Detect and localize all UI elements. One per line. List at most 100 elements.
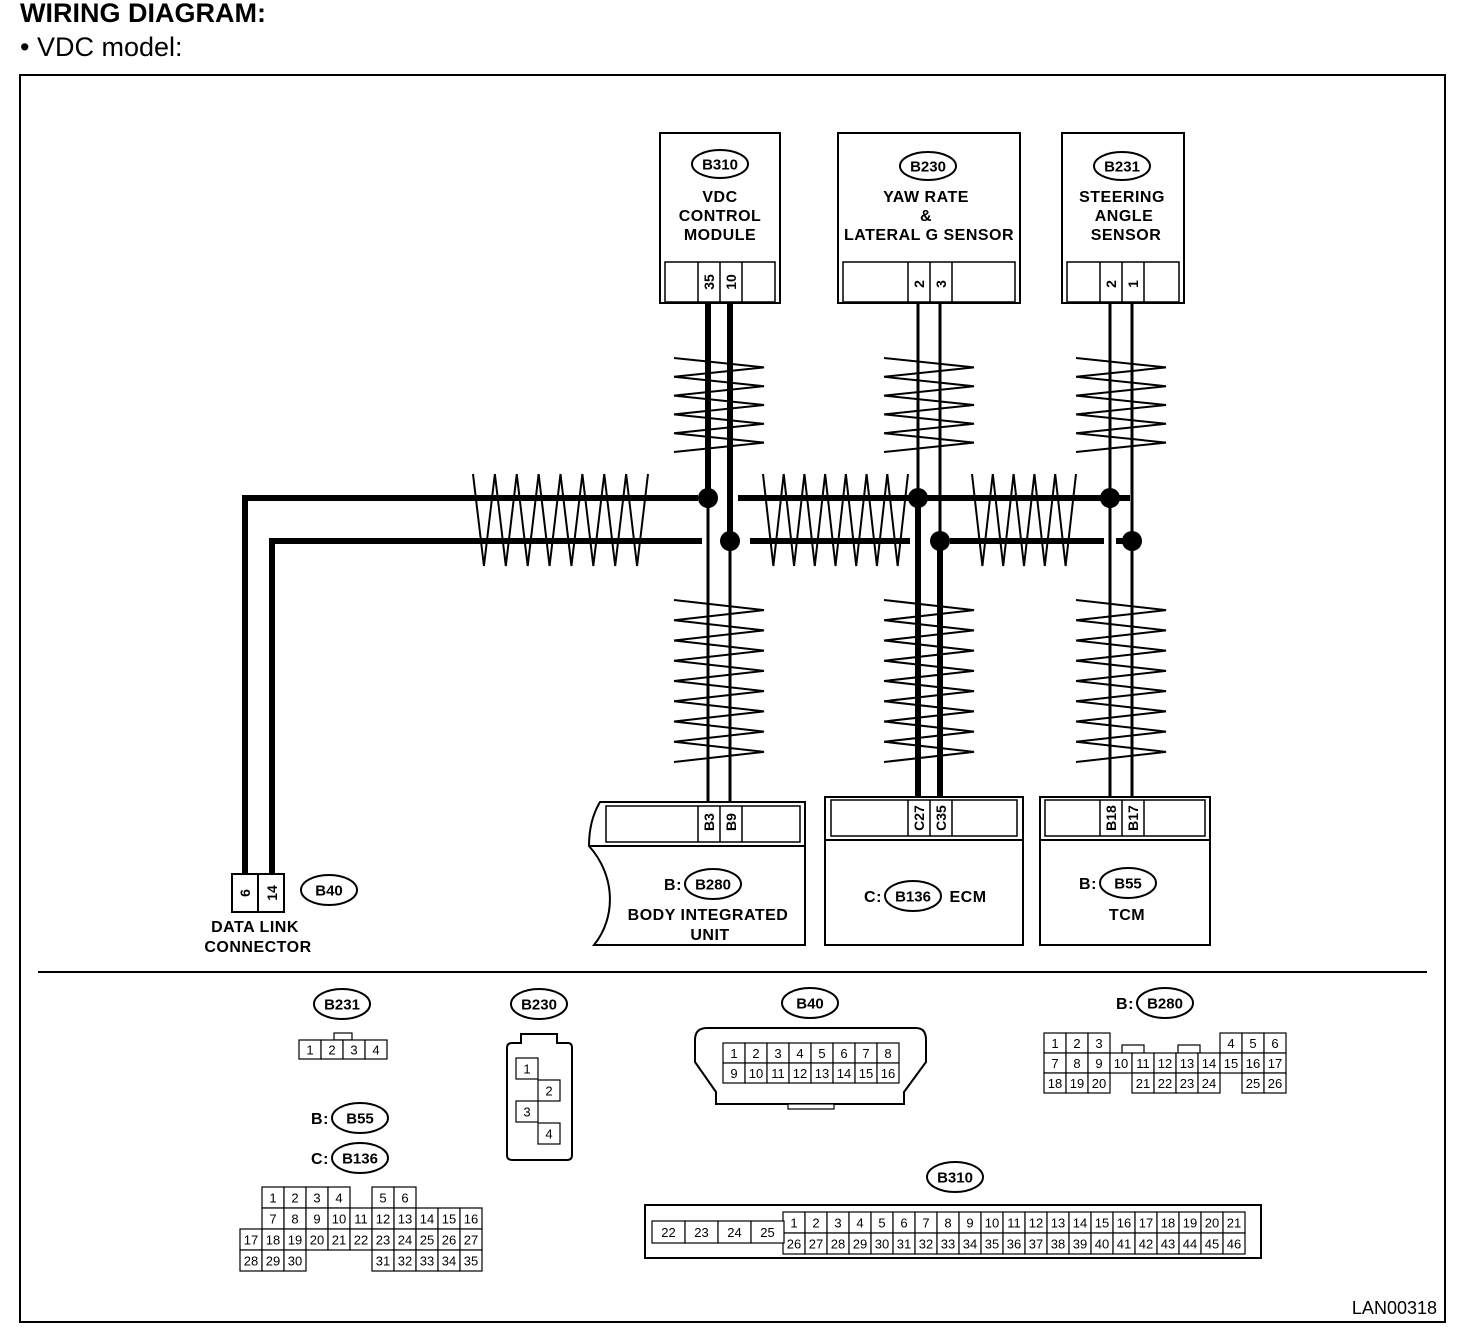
diagram-frame (19, 74, 1446, 1323)
pin-number: 27 (464, 1233, 478, 1248)
pin-number: 2 (328, 1043, 335, 1058)
pin-number: 9 (966, 1216, 973, 1231)
page-subtitle: • VDC model: (20, 32, 183, 62)
pin-number: 31 (376, 1254, 390, 1269)
pin-number: 19 (288, 1233, 302, 1248)
pin-label: B17 (1125, 805, 1141, 831)
pin-number: 36 (1007, 1237, 1021, 1252)
twist-mark (1075, 357, 1167, 453)
component-label: SENSOR (1091, 227, 1162, 244)
pin-number: 28 (244, 1254, 258, 1269)
component-label: BODY INTEGRATED (628, 907, 789, 924)
pin-number: 7 (922, 1216, 929, 1231)
pin-cell (515, 1100, 539, 1123)
pin-number: 26 (1268, 1076, 1282, 1091)
twist-mark (971, 473, 1077, 567)
pin-number: 9 (313, 1212, 320, 1227)
pin-number: 7 (1051, 1056, 1058, 1071)
pin-number: 16 (1246, 1056, 1260, 1071)
pin-label: C27 (911, 805, 927, 831)
pin-number: 5 (818, 1046, 825, 1061)
pin-number: 29 (853, 1237, 867, 1252)
pin-number: 30 (288, 1254, 302, 1269)
pin-number: 23 (1180, 1076, 1194, 1091)
pin-number: 24 (398, 1233, 412, 1248)
pin-label: B18 (1103, 805, 1119, 831)
pin-number: 11 (1136, 1056, 1150, 1071)
pin-number: 20 (1205, 1216, 1219, 1231)
junction-dot (930, 531, 950, 551)
pin-number: 4 (1227, 1036, 1234, 1051)
pin-number: 5 (1249, 1036, 1256, 1051)
pin-number: 6 (900, 1216, 907, 1231)
ecm: C27 C35 C: B136 ECM (824, 796, 1024, 946)
connector-code: B55 (346, 1111, 374, 1128)
pin-number: 3 (834, 1216, 841, 1231)
pin-number: 41 (1117, 1237, 1131, 1252)
pin-label: 35 (701, 274, 717, 290)
connector-code: B310 (937, 1170, 973, 1187)
pin-number: 34 (442, 1254, 456, 1269)
pin-number: 13 (815, 1066, 829, 1081)
connector-code-oval (781, 987, 839, 1019)
connector-code: B136 (342, 1151, 378, 1168)
pin-number: 4 (372, 1043, 379, 1058)
connector-code-oval (331, 1142, 389, 1174)
pin-number: 17 (1139, 1216, 1153, 1231)
component-label: & (920, 208, 932, 225)
pin-number: 2 (812, 1216, 819, 1231)
pin-number: 18 (266, 1233, 280, 1248)
pin-number: 10 (985, 1216, 999, 1231)
component-label: CONTROL (679, 208, 762, 225)
pin-label: 2 (911, 280, 927, 288)
pin-number: 28 (831, 1237, 845, 1252)
pin-number: 35 (985, 1237, 999, 1252)
pin-number: 37 (1029, 1237, 1043, 1252)
connector-code-oval (300, 874, 358, 906)
pin-number: 12 (793, 1066, 807, 1081)
pin-cell (515, 1057, 539, 1080)
pin-number: 33 (420, 1254, 434, 1269)
pin-number: 15 (1095, 1216, 1109, 1231)
pin-number: 11 (354, 1212, 368, 1227)
component-label: DATA LINK (211, 919, 299, 936)
pin-number: 23 (376, 1233, 390, 1248)
pin-number: 31 (897, 1237, 911, 1252)
pin-number: 13 (1180, 1056, 1194, 1071)
pin-number: 45 (1205, 1237, 1219, 1252)
pin-number: 34 (963, 1237, 977, 1252)
pin-number: 21 (1136, 1076, 1150, 1091)
pin-number: 26 (442, 1233, 456, 1248)
pin-cell (459, 1249, 483, 1272)
pin-number: 6 (840, 1046, 847, 1061)
pin-number: 8 (884, 1046, 891, 1061)
pin-number: 13 (1051, 1216, 1065, 1231)
connector-code: B136 (895, 889, 931, 906)
steering-angle-sensor: B231 STEERING ANGLE SENSOR 2 1 (1061, 132, 1185, 304)
pin-label: C35 (933, 805, 949, 831)
can-low-wire (269, 538, 702, 874)
pin-cell (1087, 1072, 1111, 1094)
connector-code-oval (1099, 867, 1157, 899)
pin-number: 19 (1070, 1076, 1084, 1091)
connector-code-oval (691, 149, 749, 179)
connector-prefix: B: (664, 877, 682, 894)
twist-mark (673, 357, 765, 453)
pin-label: B9 (723, 813, 739, 831)
pin-number: 35 (464, 1254, 478, 1269)
pin-number: 42 (1139, 1237, 1153, 1252)
pin-number: 33 (941, 1237, 955, 1252)
pin-number: 13 (398, 1212, 412, 1227)
pin-number: 15 (859, 1066, 873, 1081)
pin-number: 5 (878, 1216, 885, 1231)
pin-number: 39 (1073, 1237, 1087, 1252)
pin-label: 6 (237, 889, 253, 897)
component-label: LATERAL G SENSOR (844, 227, 1014, 244)
